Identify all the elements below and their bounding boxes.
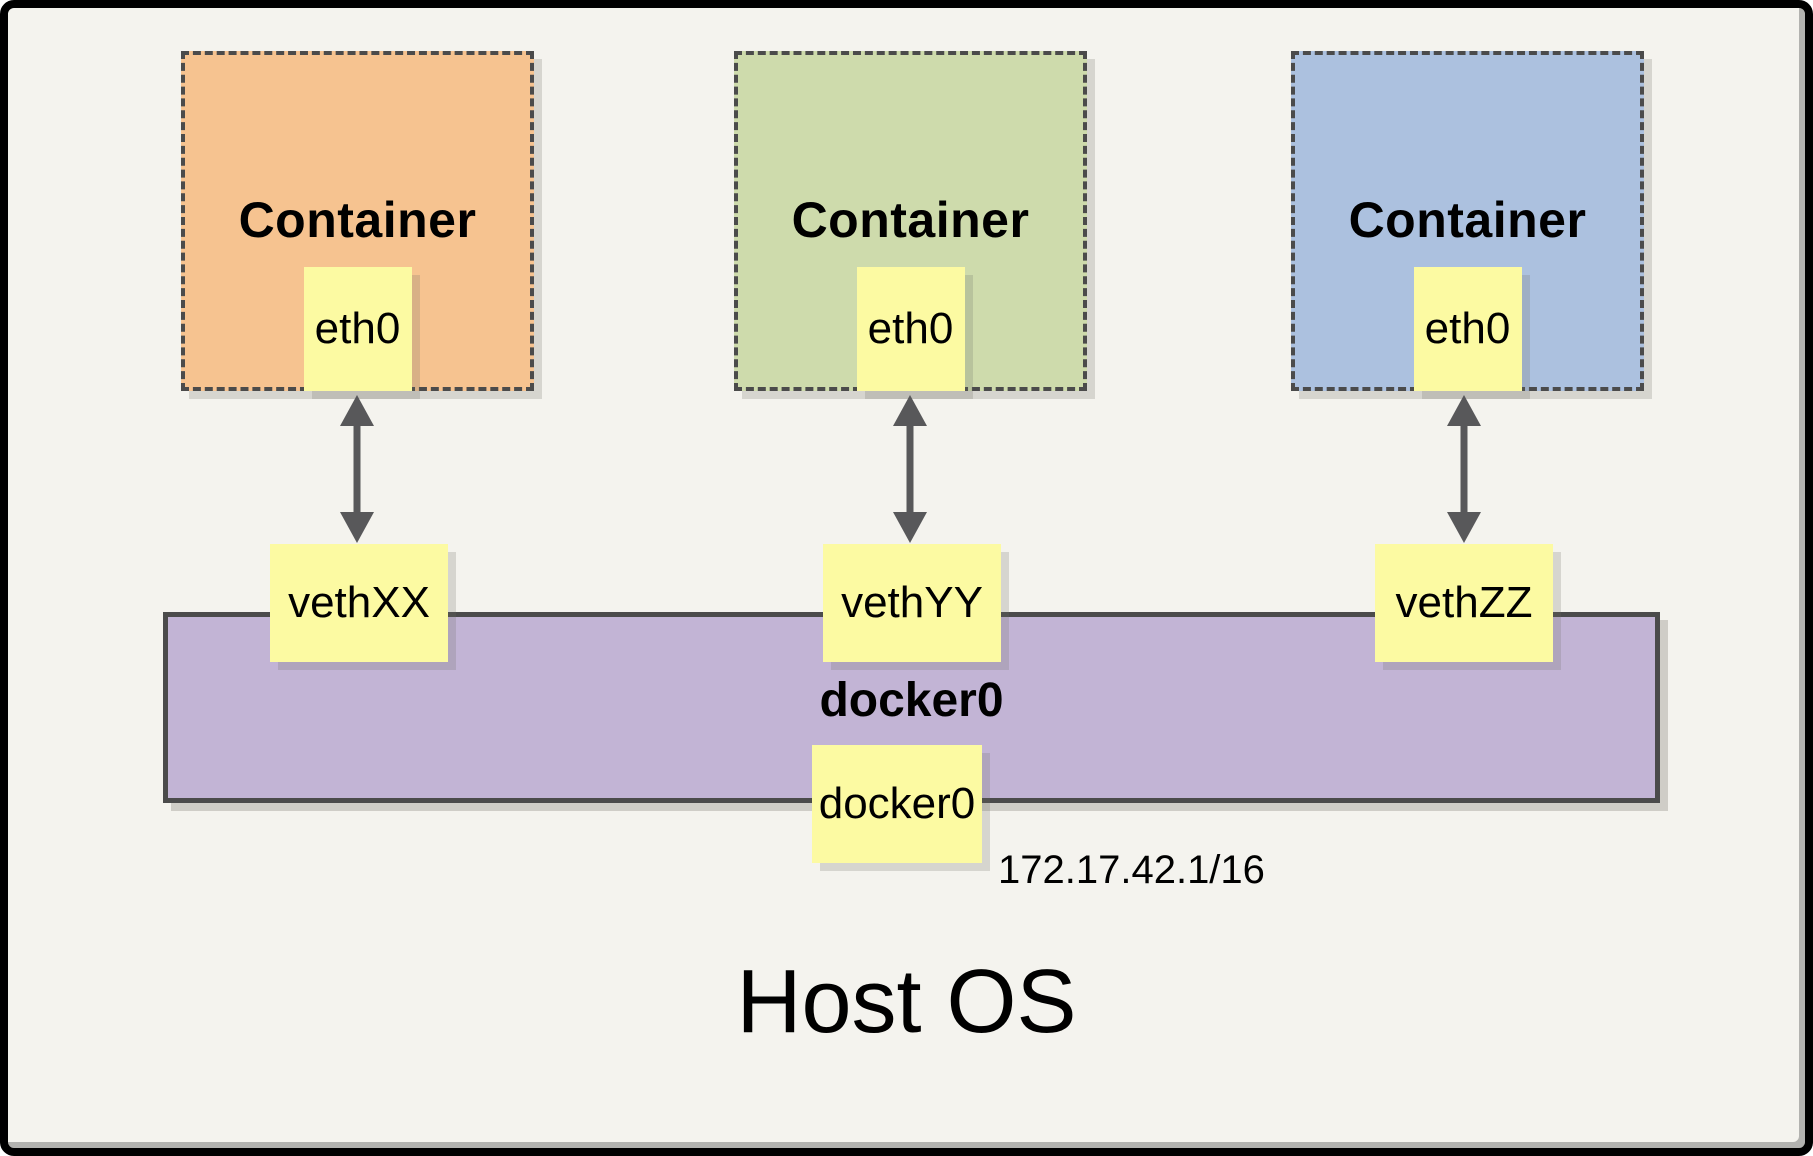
container-1-label: Container: [238, 192, 477, 248]
vethYY-label: vethYY: [841, 578, 983, 627]
vethXX-label: vethXX: [288, 578, 430, 627]
vethXX-box: vethXX: [270, 544, 448, 662]
docker0-interface-box: docker0: [812, 745, 982, 863]
container-box-1: Container eth0: [181, 51, 534, 391]
container-box-3: Container eth0: [1291, 51, 1644, 391]
double-arrow-icon: [1447, 395, 1481, 543]
container-3-label: Container: [1348, 192, 1587, 248]
subnet-label: 172.17.42.1/16: [998, 848, 1265, 892]
double-arrow-icon: [893, 395, 927, 543]
vethZZ-label: vethZZ: [1395, 578, 1533, 627]
container-2-eth0-label: eth0: [867, 304, 954, 353]
container-1-eth0-interface-box: eth0: [303, 267, 412, 391]
container-1-eth0-label: eth0: [314, 304, 401, 353]
double-arrow-icon: [340, 395, 374, 543]
container-3-eth0-label: eth0: [1424, 304, 1511, 353]
container-2-eth0-interface-box: eth0: [856, 267, 965, 391]
container-box-2: Container eth0: [734, 51, 1087, 391]
docker0-bridge-label: docker0: [819, 674, 1004, 727]
vethZZ-box: vethZZ: [1375, 544, 1553, 662]
container-2-label: Container: [791, 192, 1030, 248]
vethYY-box: vethYY: [823, 544, 1001, 662]
host-os-label: Host OS: [736, 952, 1077, 1052]
docker0-interface-label: docker0: [818, 779, 976, 828]
container-3-eth0-interface-box: eth0: [1413, 267, 1522, 391]
